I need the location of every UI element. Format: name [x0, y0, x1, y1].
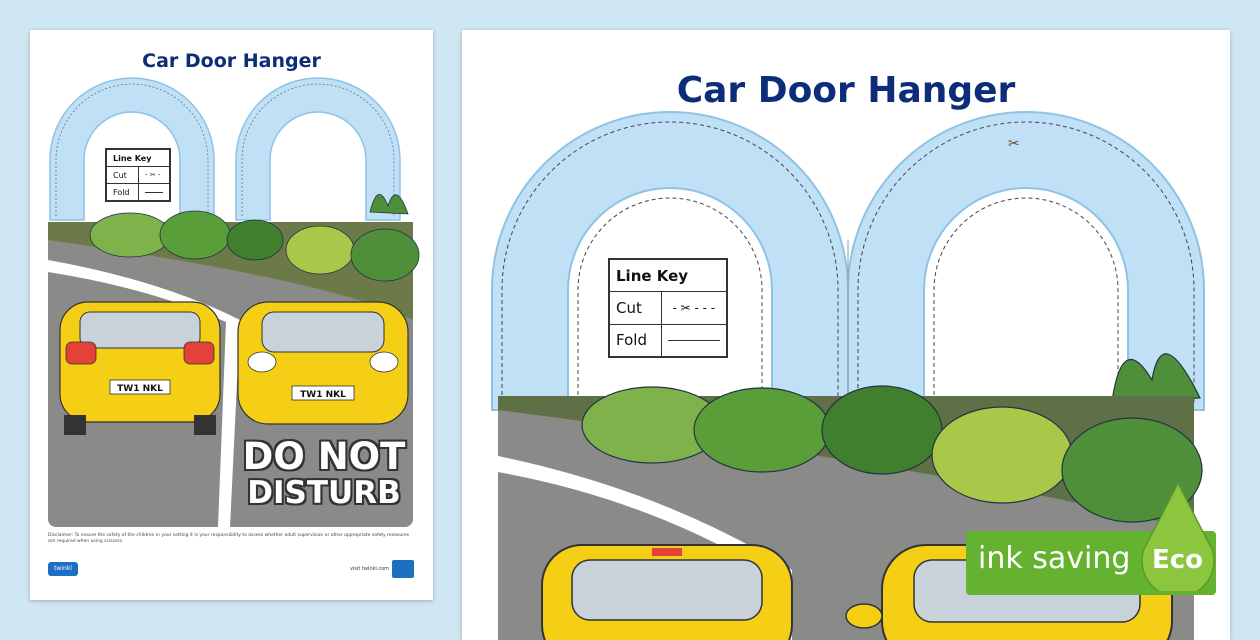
cut-line-icon: - ✂ -: [138, 166, 170, 184]
large-fold-line-icon: [660, 323, 728, 358]
large-left-car: [541, 544, 793, 640]
small-right-hanger: [235, 77, 409, 221]
large-line-key-cut: Cut: [609, 291, 662, 325]
small-right-plate: TW1 NKL: [300, 390, 346, 400]
small-sheet-artwork: TW1 NKL TW1 NKL: [48, 77, 420, 527]
line-key-cut: Cut: [105, 166, 140, 184]
small-line-key: Line Key Cut- ✂ - Fold: [105, 148, 171, 202]
large-left-hanger: [491, 111, 849, 411]
ink-saving-badge: ink saving Eco: [966, 481, 1216, 595]
large-line-key-title: Line Key: [609, 258, 727, 293]
small-sheet: Car Door Hanger: [30, 30, 433, 600]
small-left-hanger: [49, 77, 215, 221]
fold-line-icon: [138, 183, 170, 201]
small-right-car: [237, 301, 409, 425]
large-right-hanger: [847, 111, 1205, 411]
large-cut-line-icon: - ✂ - - -: [660, 291, 728, 325]
twinkl-logo: twinkl: [48, 562, 78, 576]
small-left-plate: TW1 NKL: [117, 384, 163, 394]
do-not-disturb-text: DO NOT DISTURB: [235, 435, 413, 511]
footer-url: visit twinkl.com: [350, 566, 390, 572]
line-key-title: Line Key: [106, 149, 170, 167]
large-line-key: Line Key Cut- ✂ - - - Fold: [608, 258, 728, 358]
footer-badge-icon: [392, 560, 414, 578]
disclaimer-text: Disclaimer: To ensure the safety of the …: [48, 533, 410, 545]
small-scene: TW1 NKL TW1 NKL: [48, 210, 420, 527]
large-sheet-title: Car Door Hanger: [676, 70, 1016, 111]
small-left-car: [59, 301, 221, 435]
eco-drop-icon: [1141, 481, 1215, 591]
large-line-key-fold: Fold: [609, 323, 662, 358]
eco-label: Eco: [1152, 545, 1204, 575]
line-key-fold: Fold: [105, 183, 140, 201]
ink-saving-label: ink saving: [978, 541, 1131, 576]
dnd-line-1: DO NOT: [242, 435, 406, 478]
large-scene: [498, 385, 1203, 640]
dnd-line-2: DISTURB: [247, 474, 401, 511]
scissors-icon: ✂: [1008, 136, 1020, 152]
small-sheet-title: Car Door Hanger: [142, 50, 321, 72]
